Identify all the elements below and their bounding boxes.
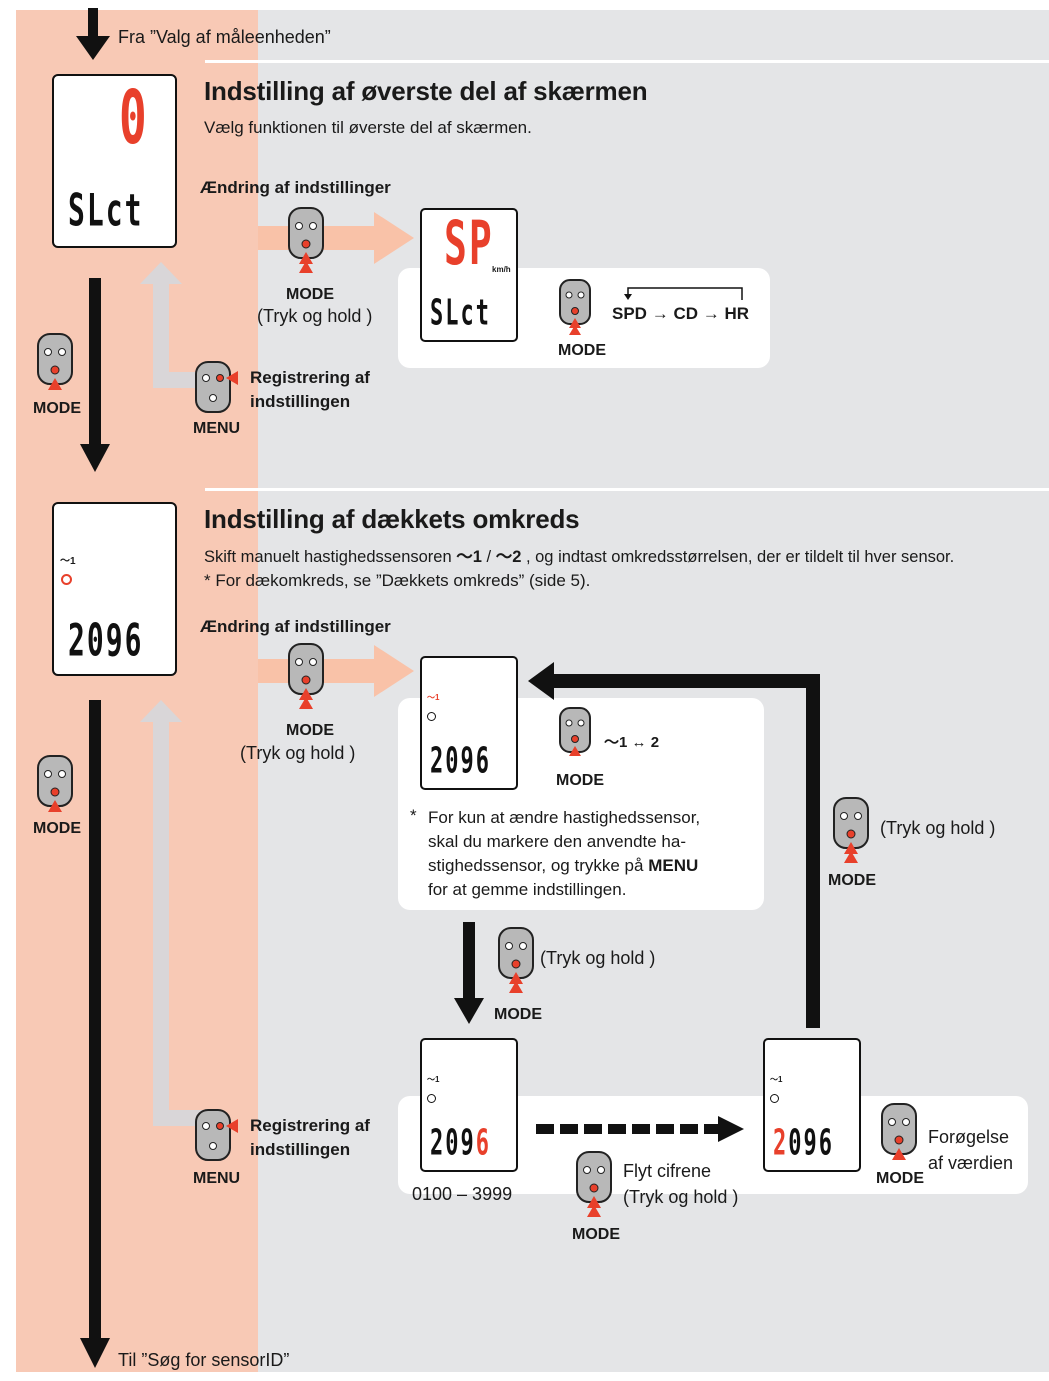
section2-change-label: Ændring af indstillinger <box>200 617 391 636</box>
arrow-right-icon <box>258 645 414 697</box>
mode-label: MODE <box>286 722 334 739</box>
note-star: * <box>410 806 417 825</box>
section1-change-label: Ændring af indstillinger <box>200 178 391 197</box>
device-menu-icon <box>195 361 238 413</box>
section-divider <box>205 488 1049 491</box>
menu-label: MENU <box>193 420 241 437</box>
device-mode-icon <box>881 1103 917 1160</box>
section-divider <box>205 60 1049 63</box>
lcd-display-wheel: 〜1 2096 <box>52 502 177 676</box>
mode-label: MODE <box>33 400 81 417</box>
device-mode-icon <box>559 707 591 756</box>
flow-from-label: Fra ”Valg af måleenheden” <box>118 27 331 47</box>
section1-title: Indstilling af øverste del af skærmen <box>204 76 648 106</box>
mode-label: MODE <box>33 820 81 837</box>
arrow-right-icon <box>258 212 414 264</box>
section2-title: Indstilling af dækkets omkreds <box>204 504 580 534</box>
mode-label: MODE <box>876 1170 924 1187</box>
device-mode-icon <box>576 1151 612 1217</box>
press-hold-label: (Tryk og hold ) <box>257 306 373 326</box>
note-text: For kun at ændre hastighedssensor, skal … <box>428 808 701 899</box>
arrow-up-return-icon <box>140 262 213 388</box>
cycle-sequence: SPD → CD → HR <box>612 304 750 323</box>
arrow-down-icon <box>454 922 484 1024</box>
mode-label: MODE <box>286 286 334 303</box>
mode-label: MODE <box>828 872 876 889</box>
menu-label: MENU <box>193 1170 241 1187</box>
sensor-swap-label: 〜1 ↔ 2 <box>604 734 660 751</box>
lcd-display-top-select: 0 SLct <box>52 74 177 248</box>
device-mode-icon <box>37 755 73 812</box>
mode-label: MODE <box>558 342 606 359</box>
cycle-return-line <box>624 287 743 300</box>
lcd-display-increase: 〜1 2096 <box>763 1038 861 1172</box>
increase-label: Forøgelse af værdien <box>928 1127 1014 1173</box>
device-mode-icon <box>288 643 324 709</box>
press-hold-label: (Tryk og hold ) <box>880 818 996 838</box>
range-label: 0100 – 3999 <box>412 1184 513 1204</box>
mode-label: MODE <box>572 1226 620 1243</box>
move-digits-label: Flyt cifrene (Tryk og hold ) <box>623 1161 739 1207</box>
dashed-arrow-right-icon <box>536 1116 744 1142</box>
register-label: Registrering af indstillingen <box>250 1116 370 1159</box>
device-menu-icon <box>195 1109 238 1161</box>
device-mode-icon <box>288 207 324 273</box>
arrow-return-icon <box>528 662 820 1028</box>
press-hold-label: (Tryk og hold ) <box>540 948 656 968</box>
device-mode-icon <box>498 927 534 993</box>
section2-description: Skift manuelt hastighedssensoren 〜1 / 〜2… <box>204 548 955 566</box>
device-mode-icon <box>833 797 869 863</box>
mode-label: MODE <box>494 1006 542 1023</box>
section2-footnote: * For dækomkreds, se ”Dækkets omkreds” (… <box>204 571 591 590</box>
lcd-display-wheel-sensor: 〜1 2096 <box>420 656 518 790</box>
press-hold-label: (Tryk og hold ) <box>240 743 356 763</box>
flow-arrow-down-icon <box>80 700 110 1368</box>
flow-to-label: Til ”Søg for sensorID” <box>118 1350 290 1370</box>
flow-arrow-down-icon <box>76 8 110 60</box>
flow-arrow-down-icon <box>80 278 110 472</box>
lcd-display-speed-preview: SP km/h SLct <box>420 208 518 342</box>
lcd-display-digit-edit: 〜1 2096 <box>420 1038 518 1172</box>
device-mode-icon <box>559 279 591 335</box>
mode-label: MODE <box>556 772 604 789</box>
register-label: Registrering af indstillingen <box>250 368 370 411</box>
device-mode-icon <box>37 333 73 390</box>
section1-subtitle: Vælg funktionen til øverste del af skærm… <box>204 118 532 137</box>
arrow-up-return-icon <box>140 700 213 1126</box>
